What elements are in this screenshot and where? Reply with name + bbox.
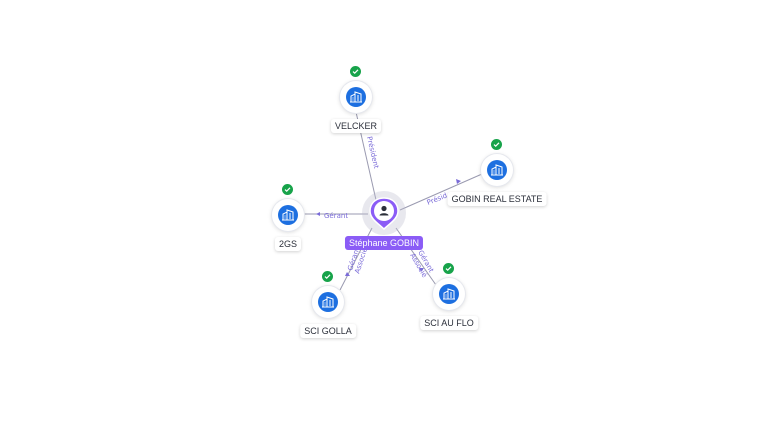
company-name-label[interactable]: SCI AU FLO	[420, 316, 478, 330]
building-icon	[318, 292, 338, 312]
check-icon	[442, 262, 455, 275]
company-name-label[interactable]: 2GS	[274, 237, 302, 251]
company-circle[interactable]	[312, 270, 344, 318]
company-circle[interactable]	[340, 65, 372, 113]
check-icon	[321, 270, 334, 283]
building-icon	[346, 87, 366, 107]
check-icon	[490, 138, 503, 151]
company-circle[interactable]	[272, 183, 304, 231]
building-icon	[278, 205, 298, 225]
company-name-label[interactable]: SCI GOLLA	[300, 324, 356, 338]
person-icon	[379, 205, 389, 216]
company-circle[interactable]	[433, 262, 465, 310]
building-icon	[487, 160, 507, 180]
building-icon	[439, 284, 459, 304]
edge-label-gobin-real-estate: Présid	[426, 192, 449, 207]
edge-label-velcker: Président	[365, 136, 380, 170]
person-name-label[interactable]: Stéphane GOBIN	[344, 236, 424, 250]
arrow-sci-au-flo	[419, 268, 424, 272]
company-circle[interactable]	[481, 138, 513, 186]
check-icon	[349, 65, 362, 78]
arrow-2gs	[316, 212, 320, 216]
edge-gobin-real-estate	[399, 173, 483, 211]
check-icon	[281, 183, 294, 196]
edge-label-2gs: Gérant	[324, 212, 348, 220]
company-name-label[interactable]: VELCKER	[330, 119, 382, 133]
person-pin[interactable]	[367, 196, 401, 230]
arrow-sci-golla	[345, 272, 350, 276]
company-name-label[interactable]: GOBIN REAL ESTATE	[447, 192, 547, 206]
arrow-gobin	[456, 179, 461, 184]
